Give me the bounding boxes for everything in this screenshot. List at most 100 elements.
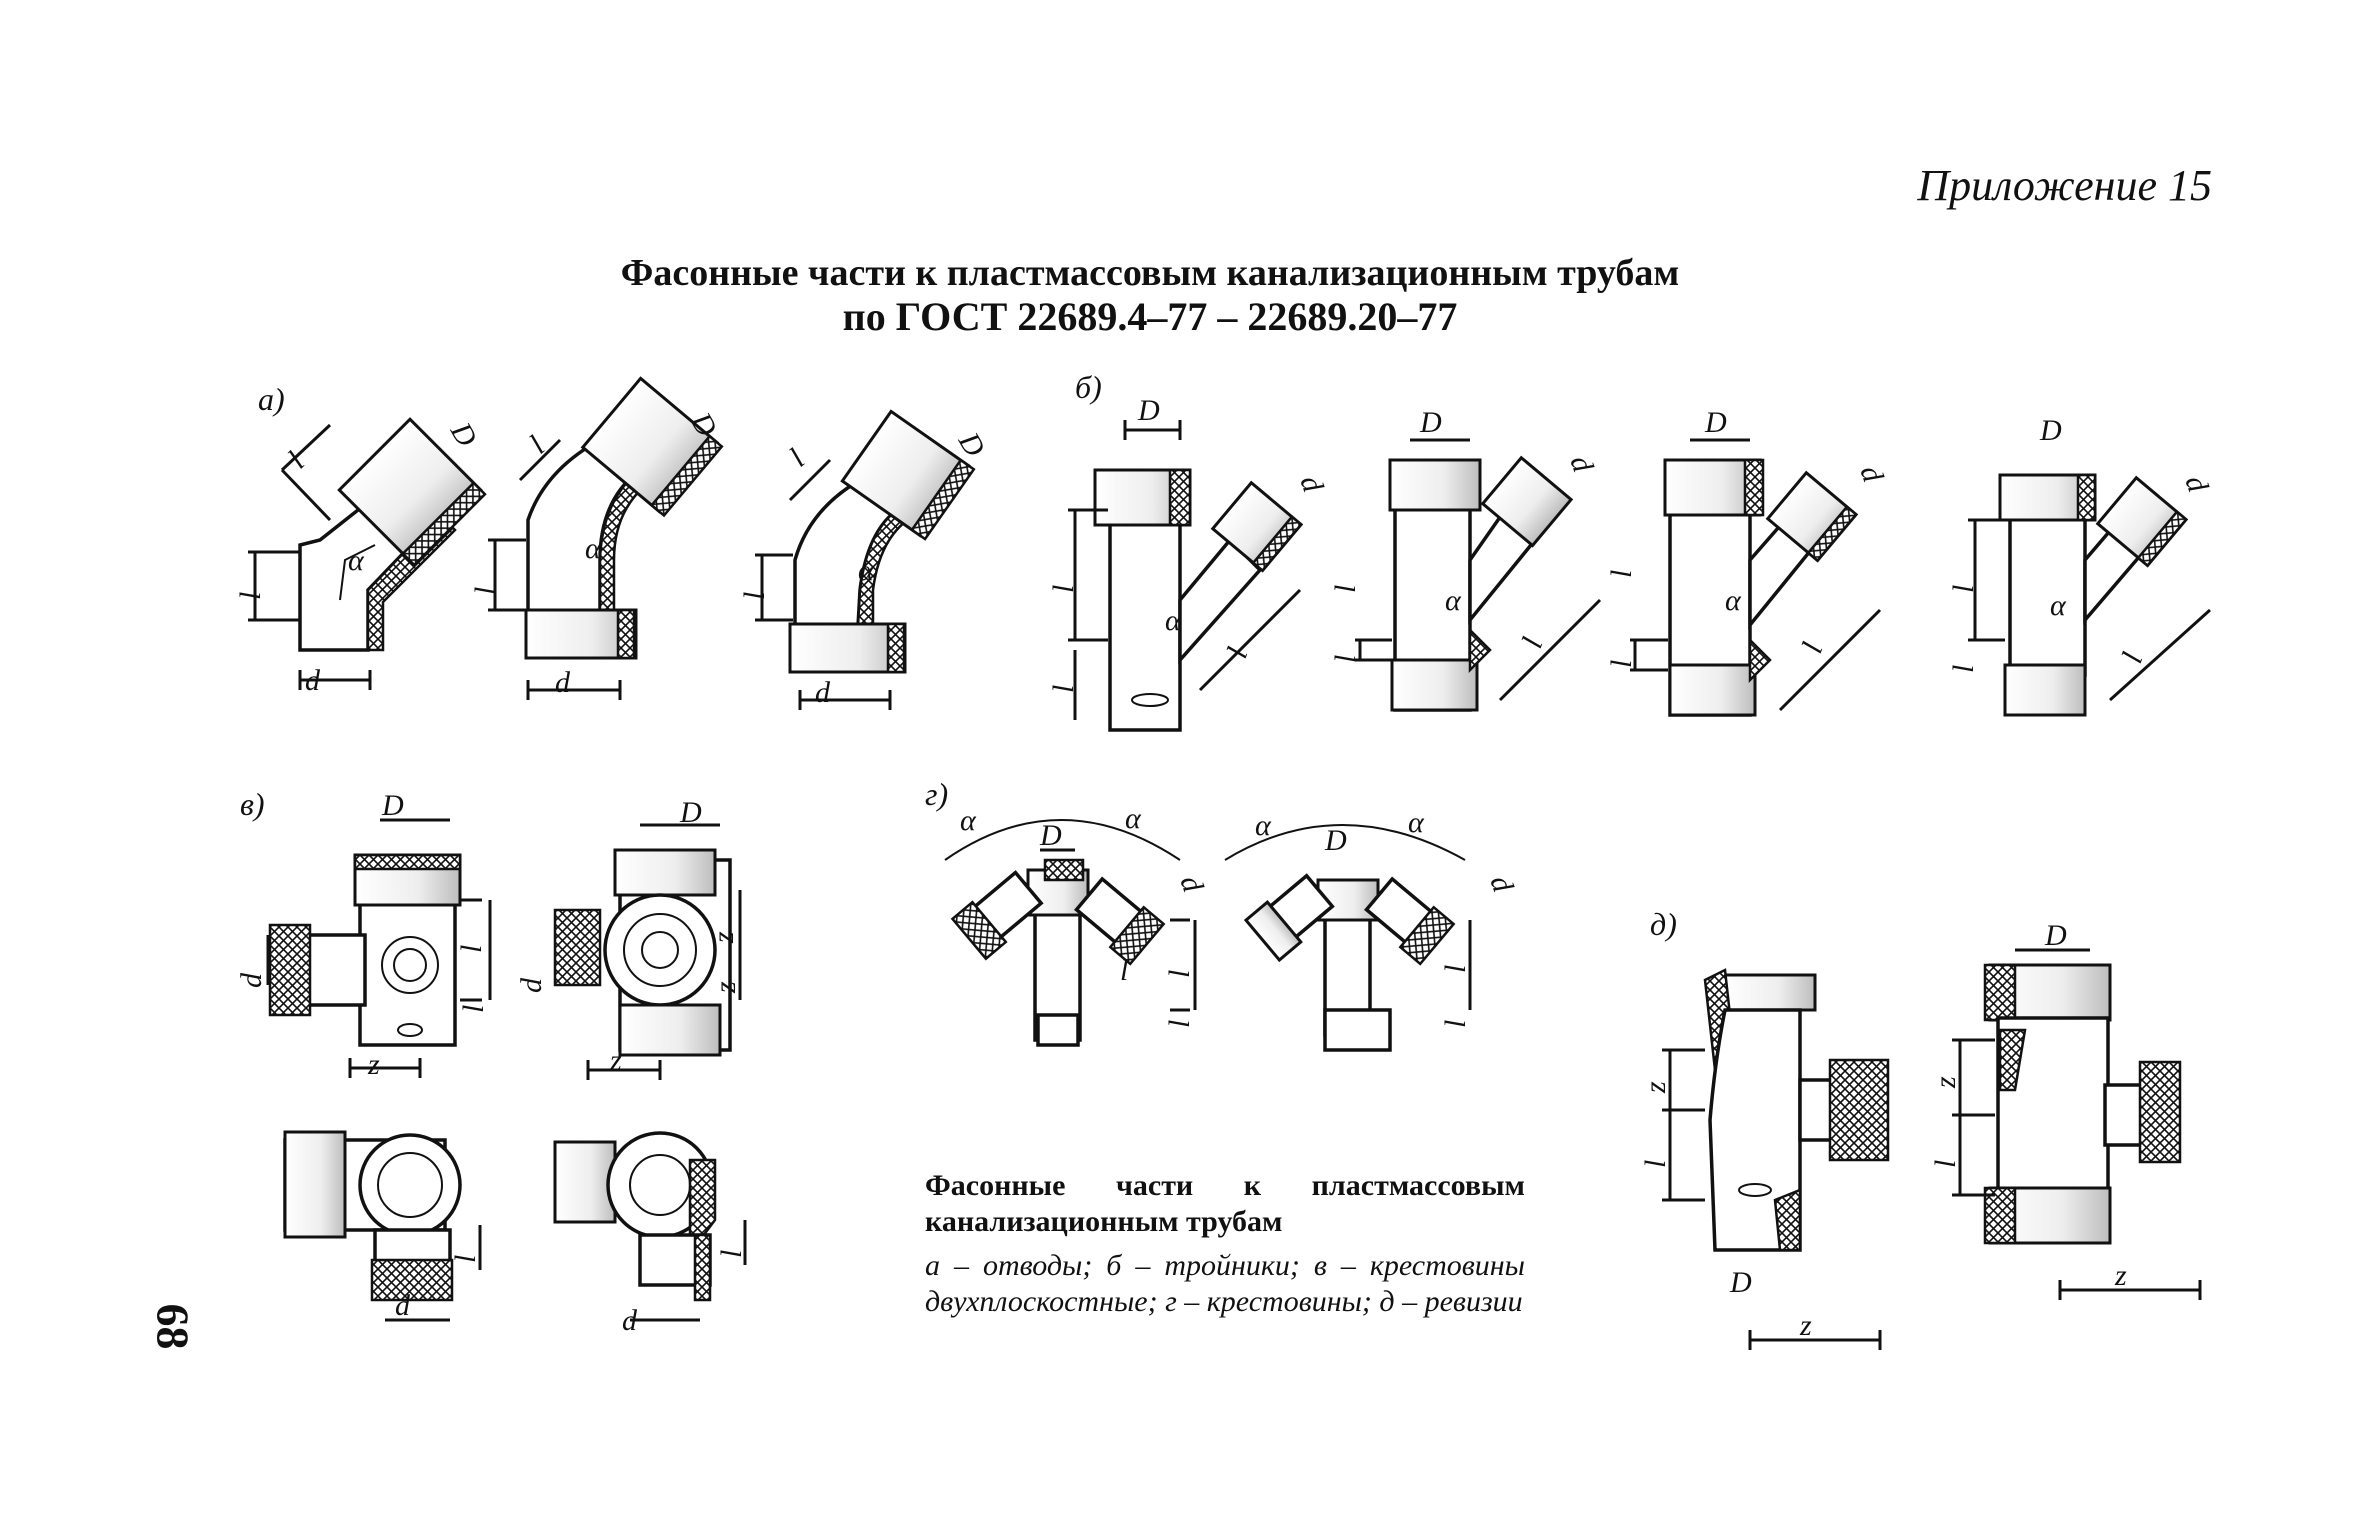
cross-two-plane-4: l d	[553, 1131, 748, 1337]
svg-text:d: d	[555, 666, 571, 699]
group-v-crosses-two-plane: в) D l l z d	[235, 786, 748, 1337]
svg-text:D: D	[679, 796, 702, 829]
svg-text:z: z	[609, 1044, 622, 1077]
svg-text:z: z	[1639, 1081, 1672, 1094]
svg-text:D: D	[1704, 406, 1727, 439]
svg-text:z: z	[1799, 1309, 1812, 1342]
svg-text:l: l	[2116, 648, 2150, 667]
svg-text:α: α	[1725, 584, 1742, 617]
svg-text:l: l	[523, 430, 551, 461]
revision-2: D z l z	[1929, 919, 2202, 1300]
tee-4: l l D d l α	[1947, 414, 2215, 717]
svg-text:z: z	[2114, 1259, 2127, 1292]
svg-text:l: l	[1047, 685, 1080, 693]
cross-1: α α D d l l l	[944, 802, 1210, 1047]
svg-text:d: d	[1853, 461, 1889, 487]
svg-text:l: l	[469, 587, 502, 595]
svg-text:l: l	[1163, 1020, 1196, 1028]
page-title-line-1: Фасонные части к пластмассовым канализац…	[620, 252, 1680, 294]
svg-text:z: z	[1929, 1076, 1962, 1089]
cross-two-plane-3: l d	[283, 1130, 482, 1322]
svg-text:l: l	[282, 446, 311, 475]
svg-text:l: l	[1120, 954, 1128, 987]
svg-text:α: α	[960, 804, 977, 837]
group-a-bends: а) l l α d D	[234, 376, 992, 710]
svg-text:α: α	[348, 544, 365, 577]
figure-caption: Фасонные части к пластмассовым канализац…	[925, 1168, 1525, 1320]
svg-text:α: α	[1125, 802, 1142, 835]
svg-text:D: D	[1324, 824, 1347, 857]
svg-text:D: D	[2044, 919, 2067, 952]
group-g-label: г)	[925, 776, 948, 812]
svg-text:d: d	[395, 1289, 411, 1322]
svg-text:l: l	[1439, 1020, 1472, 1028]
svg-text:α: α	[1255, 809, 1272, 842]
svg-text:d: d	[2178, 471, 2214, 497]
svg-text:l: l	[1163, 970, 1196, 978]
bend-2: l l α d D	[469, 376, 724, 700]
page-title-line-2: по ГОСТ 22689.4–77 – 22689.20–77	[842, 294, 1458, 339]
svg-text:l: l	[1439, 965, 1472, 973]
group-g-crosses: г) α α D d	[925, 776, 1520, 1052]
svg-text:α: α	[1165, 604, 1182, 637]
svg-text:α: α	[858, 554, 875, 587]
svg-text:D: D	[1039, 819, 1062, 852]
svg-text:l: l	[1605, 570, 1638, 578]
group-d-revisions: д) z l D z	[1639, 906, 2202, 1350]
svg-text:l: l	[457, 1005, 490, 1013]
svg-text:l: l	[1047, 585, 1080, 593]
svg-text:l: l	[715, 1250, 748, 1258]
svg-text:l: l	[1516, 633, 1550, 652]
svg-text:l: l	[1221, 643, 1255, 662]
svg-text:D: D	[381, 789, 404, 822]
cross-two-plane-2: D z z z d	[515, 796, 742, 1080]
svg-text:D: D	[1729, 1266, 1752, 1299]
group-b-label: б)	[1075, 369, 1102, 405]
svg-text:l: l	[1947, 585, 1980, 593]
svg-text:l: l	[738, 592, 771, 600]
svg-text:D: D	[1137, 394, 1160, 427]
svg-text:d: d	[1483, 871, 1519, 897]
bend-1: l l α d D	[234, 416, 487, 697]
svg-text:z: z	[709, 981, 742, 994]
revision-1: z l D z	[1639, 968, 1890, 1350]
svg-text:d: d	[1293, 471, 1329, 497]
svg-text:α: α	[1445, 584, 1462, 617]
group-b-tees: б) l l D d l α	[1047, 369, 2215, 732]
cross-2: α α D d l l	[1224, 806, 1520, 1052]
svg-text:l: l	[1947, 665, 1980, 673]
svg-text:α: α	[2050, 589, 2067, 622]
tee-2: l l D d l α	[1329, 406, 1602, 712]
svg-text:d: d	[1173, 871, 1209, 897]
tee-3: l l D d l α	[1605, 406, 1890, 717]
page-number: 68	[147, 1303, 199, 1350]
caption-body: а – отводы; б – тройники; в – крестовины…	[925, 1249, 1525, 1318]
svg-text:d: d	[515, 977, 548, 993]
svg-text:d: d	[622, 1304, 638, 1337]
svg-text:l: l	[1605, 660, 1638, 668]
bend-3: l l α d D	[738, 409, 992, 710]
svg-text:l: l	[234, 592, 267, 600]
svg-text:l: l	[1329, 585, 1362, 593]
svg-text:D: D	[1419, 406, 1442, 439]
svg-text:l: l	[1639, 1160, 1672, 1168]
appendix-label: Приложение 15	[1917, 161, 2212, 210]
svg-text:D: D	[2039, 414, 2062, 447]
tee-1: l l D d l α	[1047, 394, 1330, 732]
svg-text:d: d	[305, 664, 321, 697]
svg-text:l: l	[1329, 655, 1362, 663]
svg-text:l: l	[1929, 1160, 1962, 1168]
svg-text:z: z	[707, 931, 740, 944]
group-a-label: а)	[258, 381, 285, 417]
group-d-label: д)	[1650, 906, 1677, 942]
cross-two-plane-1: D l l z d	[235, 789, 492, 1081]
caption-title: Фасонные части к пластмассовым канализац…	[925, 1169, 1525, 1238]
svg-text:D: D	[443, 416, 483, 452]
svg-text:d: d	[815, 676, 831, 709]
svg-text:α: α	[1408, 806, 1425, 839]
group-v-label: в)	[240, 786, 265, 822]
svg-text:l: l	[1796, 638, 1830, 657]
svg-text:l: l	[455, 945, 488, 953]
